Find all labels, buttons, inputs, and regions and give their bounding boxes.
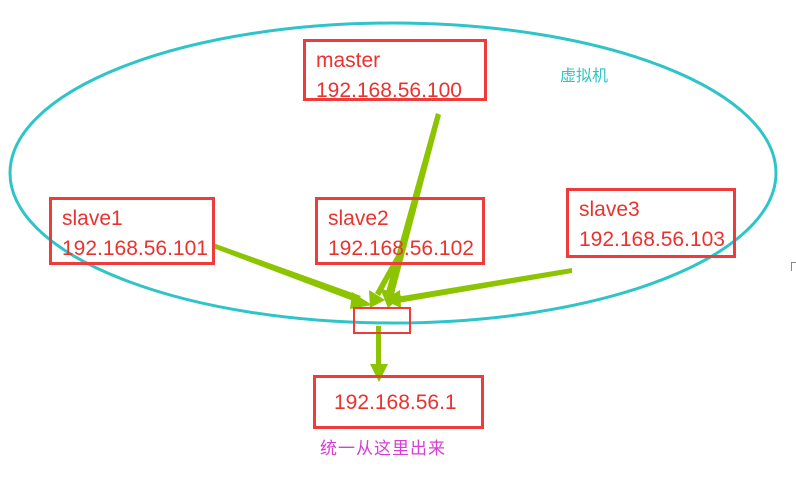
corner-mark [791, 262, 796, 271]
node-master-name: master [316, 49, 381, 72]
node-slave1-name: slave1 [62, 207, 123, 230]
node-host: 192.168.56.1 [313, 375, 484, 429]
node-master: master 192.168.56.100 [303, 39, 487, 102]
arrow-slave3-to-gateway [396, 268, 572, 303]
arrow-gateway-to-host [376, 326, 381, 368]
exit-caption: 统一从这里出来 [320, 439, 446, 459]
node-master-ip: 192.168.56.100 [316, 79, 462, 102]
arrowhead-slave3 [384, 290, 401, 308]
vm-group-label: 虚拟机 [560, 66, 609, 85]
node-host-ip: 192.168.56.1 [334, 391, 457, 414]
node-slave1: slave1 192.168.56.101 [49, 197, 215, 265]
gateway-box [353, 307, 411, 334]
arrow-master-to-gateway [386, 113, 441, 294]
arrowhead-slave2 [369, 290, 385, 308]
arrowhead-host [370, 364, 388, 382]
node-slave1-ip: 192.168.56.101 [62, 237, 208, 260]
node-slave3-ip: 192.168.56.103 [579, 228, 725, 251]
arrow-slave1-to-gateway [213, 243, 361, 302]
node-slave2: slave2 192.168.56.102 [315, 197, 485, 265]
node-slave3: slave3 192.168.56.103 [566, 188, 736, 258]
arrow-slave2-to-gateway [375, 243, 407, 296]
arrowhead-slave1 [350, 292, 372, 309]
node-slave2-ip: 192.168.56.102 [328, 237, 474, 260]
node-slave2-name: slave2 [328, 207, 389, 230]
vm-group-ellipse [8, 21, 778, 325]
node-slave3-name: slave3 [579, 198, 640, 221]
